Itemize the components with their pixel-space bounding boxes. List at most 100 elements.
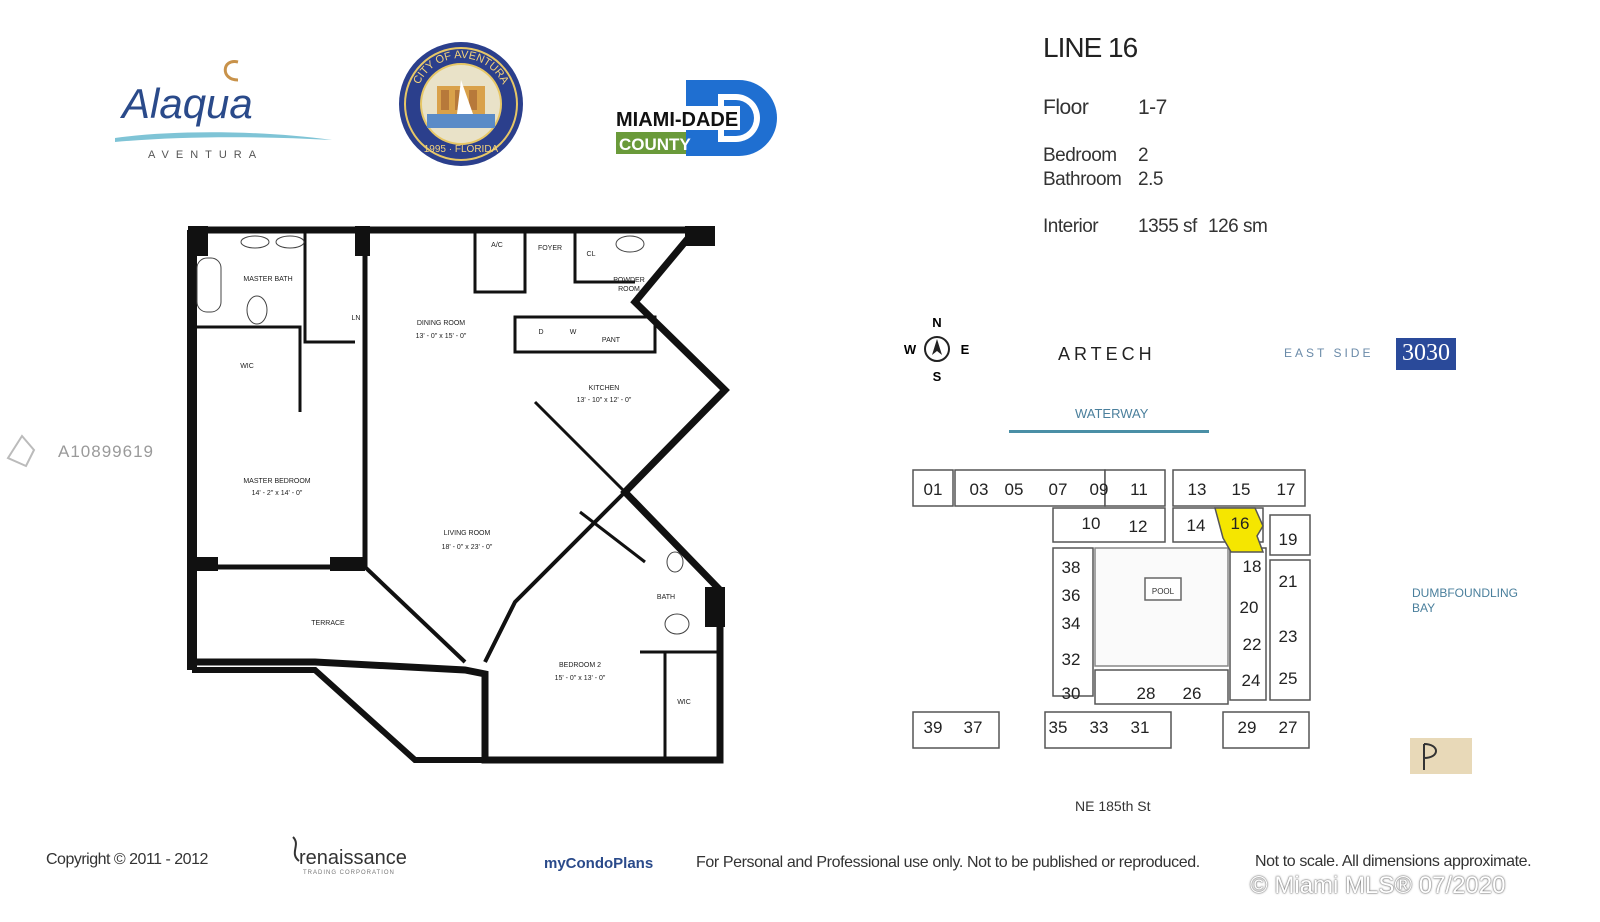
highlight-unit-shape (1214, 507, 1265, 553)
floor-plan: MASTER BATH WIC LN MASTER BEDROOM 14' - … (187, 226, 730, 764)
label-ln: LN (352, 315, 361, 322)
unit-23: 23 (1279, 627, 1298, 646)
seal-bottom-text: 1995 · FLORIDA (424, 144, 499, 155)
unit-24: 24 (1242, 671, 1261, 690)
unit-14: 14 (1187, 516, 1206, 535)
sink-icon (666, 551, 684, 573)
compass-w: W (904, 342, 917, 357)
interior-sm: 126 sm (1208, 216, 1268, 237)
site-unit-shape (1222, 711, 1310, 749)
label-living-room-dim: 18' - 0" x 23' - 0" (442, 544, 493, 551)
unit-22: 22 (1243, 635, 1262, 654)
label-wic-2: WIC (677, 699, 691, 706)
unit-12: 12 (1129, 517, 1148, 536)
label-d: D (538, 329, 543, 336)
logo-3030: 3030 (1396, 338, 1456, 370)
compass-e: E (961, 342, 970, 357)
unit-20: 20 (1240, 598, 1259, 617)
site-unit-shape (1104, 469, 1166, 507)
bathtub-icon (196, 257, 222, 313)
toilet-icon (664, 613, 690, 635)
alaqua-wordmark: Alaqua (119, 80, 253, 127)
alaqua-logo: Alaqua AVENTURA (110, 50, 340, 170)
compass: N S E W (900, 315, 972, 385)
unit-18: 18 (1243, 557, 1262, 576)
toilet-icon (246, 295, 268, 325)
compass-n: N (932, 315, 941, 330)
bathroom-value: 2.5 (1138, 169, 1163, 190)
renaissance-sub: TRADING CORPORATION (303, 870, 395, 876)
renaissance-mark-icon (292, 836, 300, 862)
label-foyer: FOYER (538, 245, 562, 252)
site-unit-shape (1229, 547, 1267, 701)
floor-value: 1-7 (1138, 96, 1167, 119)
scale-note: Not to scale. All dimensions approximate… (1255, 853, 1532, 870)
renaissance-text: renaissance (299, 847, 407, 869)
developer-logo (1410, 738, 1472, 774)
unit-13: 13 (1188, 480, 1207, 499)
site-unit-shape (1172, 469, 1306, 507)
site-unit-shape (1052, 547, 1094, 697)
label-bath: BATH (657, 594, 675, 601)
label-master-bath: MASTER BATH (243, 276, 292, 283)
sink-icon (275, 235, 305, 249)
city-of-aventura-seal: CITY OF AVENTURA 1995 · FLORIDA (397, 40, 525, 168)
alaqua-subtitle: AVENTURA (148, 149, 263, 161)
site-unit-shape (1052, 507, 1166, 543)
unit-25: 25 (1279, 669, 1298, 688)
waterway-line (1009, 430, 1209, 433)
unit-21: 21 (1279, 572, 1298, 591)
unit-26: 26 (1183, 684, 1202, 703)
label-pant: PANT (602, 337, 621, 344)
street-label: NE 185th St (1075, 798, 1151, 814)
label-powder-1: POWDER (613, 277, 645, 284)
label-w: W (570, 329, 577, 336)
sink-icon (615, 235, 645, 253)
mycondoplans-logo: myCondoPlans (544, 855, 654, 872)
renaissance-logo: renaissance TRADING CORPORATION (285, 833, 425, 877)
bedroom-label: Bedroom (1043, 145, 1117, 166)
unit-34: 34 (1062, 614, 1081, 633)
site-unit-shape (912, 469, 954, 507)
floor-label: Floor (1043, 96, 1089, 119)
label-ac: A/C (491, 242, 503, 249)
unit-36: 36 (1062, 586, 1081, 605)
label-bedroom-2-dim: 15' - 0" x 13' - 0" (555, 675, 606, 682)
logo-3030-text: 3030 (1402, 340, 1450, 366)
label-cl: CL (587, 251, 596, 258)
label-terrace: TERRACE (311, 620, 345, 627)
unit-32: 32 (1062, 650, 1081, 669)
county-text: COUNTY (619, 135, 691, 154)
miami-dade-text: MIAMI-DADE (616, 109, 738, 131)
sink-icon (240, 235, 270, 249)
eastside-logo: EAST SIDE (1284, 346, 1374, 360)
copyright: Copyright © 2011 - 2012 (46, 851, 208, 868)
site-unit-shape (1269, 559, 1311, 701)
label-living-room: LIVING ROOM (444, 530, 491, 537)
bedroom-value: 2 (1138, 145, 1149, 166)
unit-33: 33 (1090, 718, 1109, 737)
bay-label-1: DUMBFOUNDLING (1412, 586, 1519, 600)
courtyard (1094, 547, 1229, 667)
unit-11: 11 (1130, 480, 1148, 499)
unit-10: 10 (1082, 514, 1101, 533)
site-unit-shape (1269, 514, 1311, 556)
unit-17: 17 (1277, 480, 1296, 499)
watermark-icon (4, 430, 44, 470)
artech-logo: ARTECH (1058, 344, 1156, 364)
label-kitchen-dim: 13' - 10" x 12' - 0" (577, 397, 632, 404)
unit-09: 09 (1090, 480, 1109, 499)
label-master-bedroom: MASTER BEDROOM (243, 478, 310, 485)
site-plan: POOL 01 03 05 07 09 11 13 15 17 10 12 14… (912, 469, 1311, 749)
unit-03: 03 (970, 480, 989, 499)
unit-01: 01 (924, 480, 943, 499)
unit-39: 39 (924, 718, 943, 737)
line-title: LINE 16 (1043, 32, 1138, 63)
disclaimer: For Personal and Professional use only. … (696, 854, 1200, 871)
label-dining-room-dim: 13' - 0" x 15' - 0" (416, 333, 467, 340)
site-unit-shape (1094, 669, 1229, 705)
pool-shape (1144, 577, 1182, 601)
label-bedroom-2: BEDROOM 2 (559, 662, 601, 669)
compass-s: S (933, 369, 942, 384)
unit-15: 15 (1232, 480, 1251, 499)
